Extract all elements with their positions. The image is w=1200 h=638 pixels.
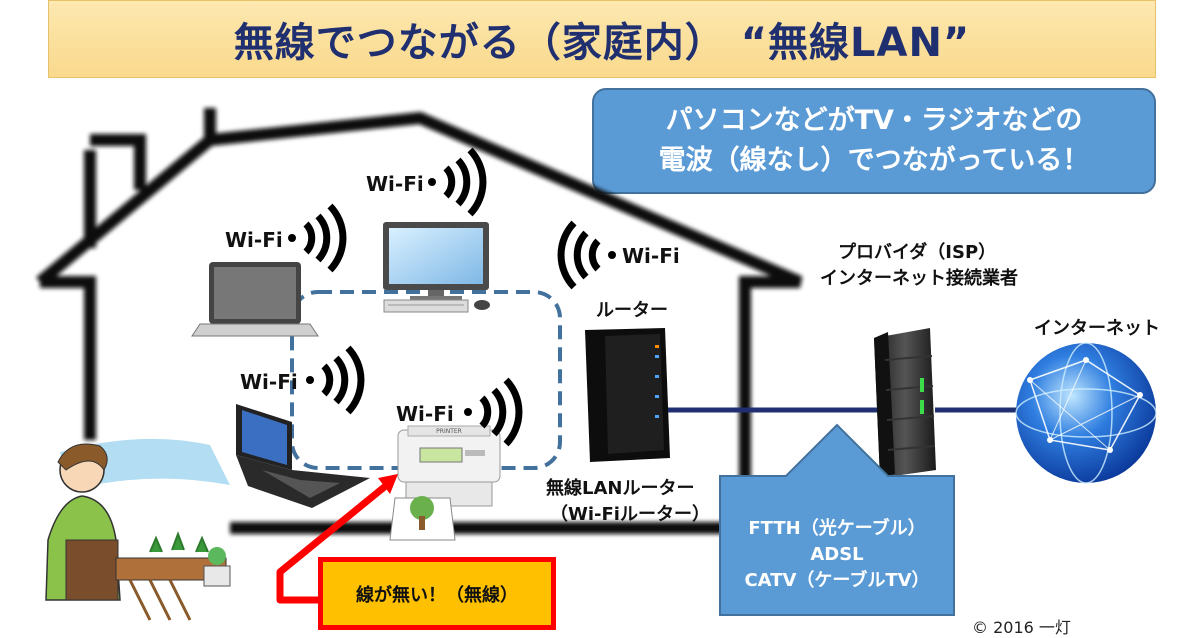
- no-wire-note: 線が無い！（無線）: [318, 557, 556, 630]
- wifi-label-laptop-black: Wi-Fi: [240, 370, 298, 394]
- copyright-notice: © 2016 一灯: [972, 618, 1071, 637]
- wifi-label-desktop: Wi-Fi: [366, 172, 424, 196]
- router-top-label: ルーター: [596, 300, 668, 321]
- internet-globe-icon: [1015, 342, 1157, 484]
- isp-description-label: インターネット接続業者: [820, 268, 1018, 289]
- connection-type-adsl: ADSL: [810, 544, 864, 565]
- desktop-pc-icon: [383, 222, 490, 313]
- connection-type-ftth: FTTH（光ケーブル）: [748, 518, 926, 539]
- woman-gardening-illustration: [45, 438, 231, 621]
- connection-type-catv: CATV（ケーブルTV）: [744, 570, 930, 591]
- house-outline: [36, 108, 803, 534]
- isp-label: プロバイダ（ISP）: [838, 242, 997, 263]
- laptop-icon-black: [236, 404, 370, 508]
- router-name-label: 無線LANルーター: [546, 478, 695, 499]
- internet-label: インターネット: [1034, 318, 1160, 339]
- wifi-waves-icon-desktop: [428, 147, 487, 217]
- page-title: 無線でつながる（家庭内） “無線LAN”: [233, 20, 971, 66]
- isp-server-icon: [874, 328, 936, 478]
- wifi-label-laptop-silver: Wi-Fi: [225, 228, 283, 252]
- wifi-waves-icon-printer: [464, 377, 523, 447]
- title-banner: 無線でつながる（家庭内） “無線LAN”: [48, 0, 1156, 78]
- red-pointer-arrow: [276, 481, 391, 604]
- wifi-waves-icon-laptop-black: [306, 345, 365, 415]
- connection-up-arrow: [719, 423, 955, 616]
- callout-line-1: パソコンなどがTV・ラジオなどの: [665, 105, 1083, 136]
- connection-types-list: FTTH（光ケーブル） ADSL CATV（ケーブルTV）: [720, 516, 954, 594]
- printer-icon: [389, 425, 501, 541]
- printer-brand-text: PRINTER: [436, 428, 462, 435]
- callout-line-2: 電波（線なし）でつながっている！: [658, 145, 1090, 176]
- laptop-icon-silver: [191, 262, 319, 337]
- explanation-callout: パソコンなどがTV・ラジオなどの 電波（線なし）でつながっている！: [592, 88, 1156, 194]
- wifi-label-router: Wi-Fi: [622, 244, 680, 268]
- router-icon: [585, 328, 670, 462]
- wifi-waves-icon-router: [557, 220, 616, 290]
- wifi-label-printer: Wi-Fi: [396, 402, 454, 426]
- no-wire-note-text: 線が無い！（無線）: [356, 584, 518, 606]
- wifi-waves-icon-laptop-silver: [288, 203, 347, 273]
- router-alt-name-label: （Wi-Fiルーター）: [550, 504, 710, 525]
